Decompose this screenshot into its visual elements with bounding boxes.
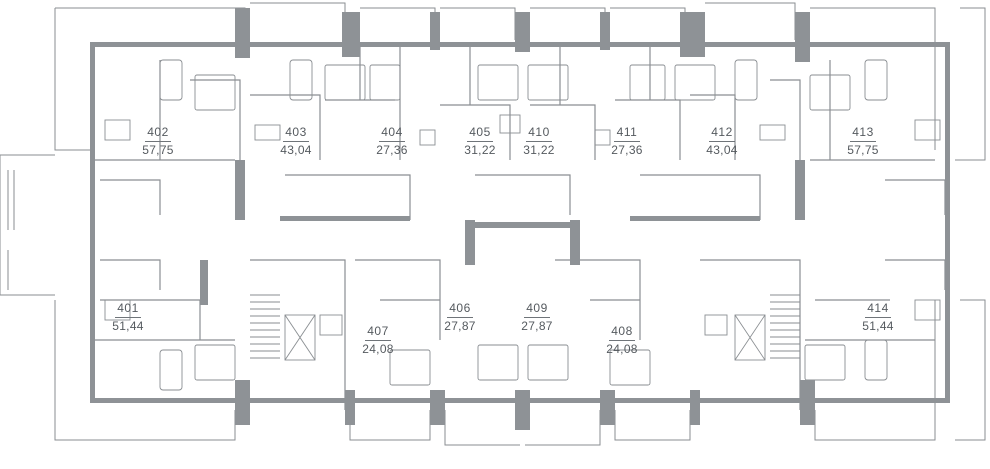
apartment-area: 27,87 (444, 318, 476, 333)
apartment-area: 57,75 (847, 142, 879, 157)
elevator-left (284, 314, 343, 361)
apartment-label-407: 407 24,08 (348, 325, 408, 355)
apartment-label-406: 406 27,87 (430, 302, 490, 332)
apartment-number: 409 (507, 302, 567, 318)
stairs-left (250, 294, 280, 359)
apartment-number: 402 (128, 126, 188, 142)
apartment-area: 27,36 (611, 142, 643, 157)
apartment-area: 24,08 (362, 341, 394, 356)
apartment-label-411: 411 27,36 (597, 126, 657, 156)
bed-401 (194, 344, 236, 381)
apartment-number: 414 (848, 302, 908, 318)
structural-walls (90, 8, 950, 430)
bed-403 (324, 64, 366, 101)
table-404 (419, 129, 436, 146)
apartment-label-412: 412 43,04 (692, 126, 752, 156)
apartment-label-408: 408 24,08 (592, 325, 652, 355)
apartment-area: 43,04 (706, 142, 738, 157)
apartment-number: 408 (592, 325, 652, 341)
apartment-area: 31,22 (464, 142, 496, 157)
bed-407 (389, 349, 431, 386)
apartment-label-402: 402 57,75 (128, 126, 188, 156)
sofa-414 (864, 339, 888, 381)
bed-414 (804, 344, 846, 381)
apartment-area: 27,36 (376, 142, 408, 157)
apartment-number: 407 (348, 325, 408, 341)
apartment-label-405: 405 31,22 (450, 126, 510, 156)
apartment-area: 24,08 (606, 341, 638, 356)
sofa-412 (734, 59, 758, 101)
balcony-outline-bottom-mid (349, 410, 601, 446)
apartment-label-414: 414 51,44 (848, 302, 908, 332)
apartment-label-404: 404 27,36 (362, 126, 422, 156)
apartment-number: 404 (362, 126, 422, 142)
bed-404 (369, 64, 401, 101)
apartment-label-410: 410 31,22 (509, 126, 569, 156)
bed-411 (629, 64, 666, 101)
table-412 (759, 124, 786, 141)
bed-405 (477, 64, 519, 101)
bed-402 (194, 74, 236, 111)
sofa-403 (289, 59, 313, 101)
apartment-number: 405 (450, 126, 510, 142)
table-413 (914, 119, 941, 141)
balcony-outline-top-left-2 (250, 2, 516, 40)
apartment-label-401: 401 51,44 (98, 302, 158, 332)
apartment-area: 27,87 (521, 318, 553, 333)
bed-406 (477, 344, 519, 381)
apartment-area: 57,75 (142, 142, 174, 157)
balcony-outline-top-right (530, 2, 936, 150)
table-414 (914, 299, 941, 321)
apartment-area: 51,44 (112, 318, 144, 333)
apartment-area: 51,44 (862, 318, 894, 333)
elevator-right (704, 314, 766, 361)
apartment-number: 410 (509, 126, 569, 142)
bed-410 (527, 64, 569, 101)
balcony-outline-right (955, 7, 986, 161)
sofa-401 (159, 349, 183, 391)
apartment-number: 411 (597, 126, 657, 142)
left-annex (0, 154, 55, 296)
apartment-number: 412 (692, 126, 752, 142)
sofa-413 (864, 59, 888, 101)
apartment-area: 43,04 (280, 142, 312, 157)
bed-409 (527, 344, 569, 381)
bed-413 (809, 74, 851, 111)
sofa-402 (159, 59, 183, 101)
apartment-label-413: 413 57,75 (833, 126, 893, 156)
apartment-number: 403 (266, 126, 326, 142)
table-402 (104, 119, 131, 141)
apartment-area: 31,22 (523, 142, 555, 157)
stairs-right (770, 294, 800, 359)
bed-412 (674, 64, 716, 101)
apartment-number: 401 (98, 302, 158, 318)
apartment-label-409: 409 27,87 (507, 302, 567, 332)
apartment-label-403: 403 43,04 (266, 126, 326, 156)
apartment-number: 406 (430, 302, 490, 318)
apartment-number: 413 (833, 126, 893, 142)
bed-408 (609, 349, 651, 386)
